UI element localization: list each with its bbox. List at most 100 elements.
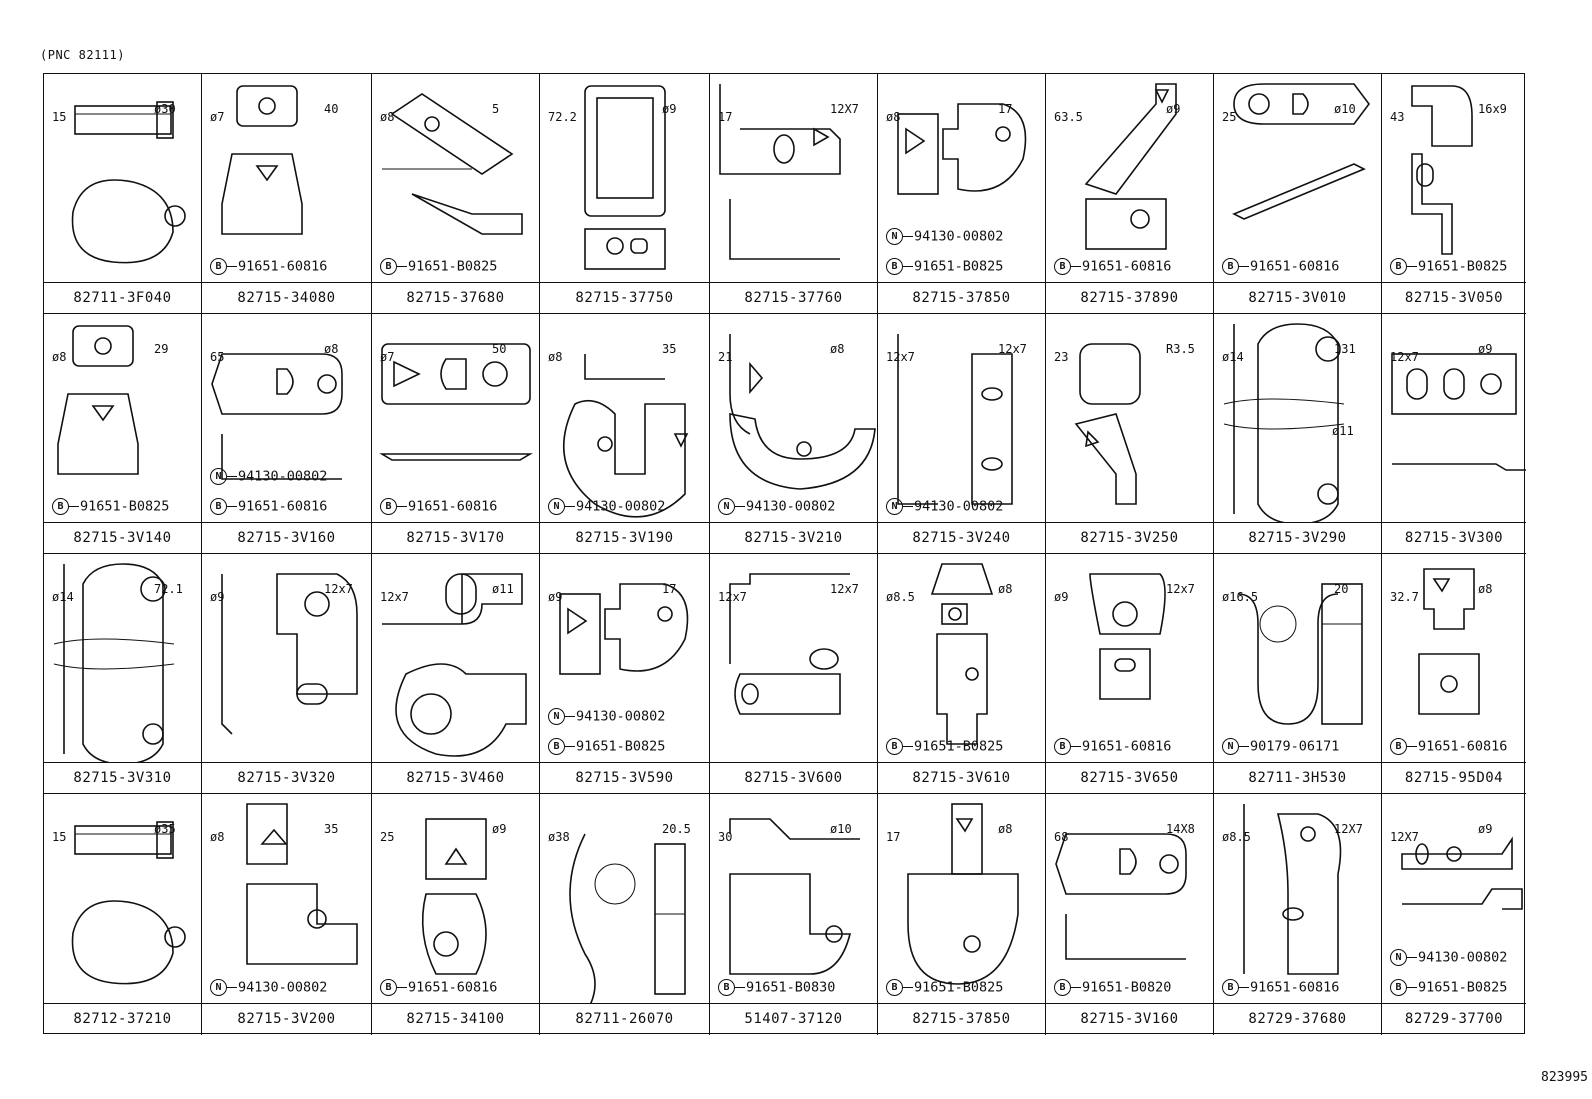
- part-cell: 12x7 ø11 82715-3V460: [372, 554, 540, 794]
- leader-line: [227, 987, 237, 988]
- fastener-mark-icon: N: [886, 498, 903, 515]
- dimension-label: 12x7: [1390, 350, 1419, 364]
- part-number: 82715-37760: [744, 290, 843, 306]
- fastener-mark-icon: B: [886, 258, 903, 275]
- part-drawing: [930, 563, 994, 745]
- dimension-label: ø7: [380, 350, 395, 364]
- dimension-label: 23: [1054, 350, 1069, 364]
- dimension-label: ø9: [1478, 342, 1493, 356]
- part-number: 82729-37680: [1248, 1011, 1347, 1027]
- part-number: 82711-3F040: [73, 290, 172, 306]
- leader-line: [735, 987, 745, 988]
- part-drawing: [382, 93, 523, 235]
- part-number: 82715-3V310: [73, 770, 172, 786]
- dimension-label: ø8: [886, 110, 901, 124]
- fastener-number: 91651-B0830: [746, 979, 836, 996]
- part-drawing: [1391, 353, 1526, 471]
- leader-line: [1239, 266, 1249, 267]
- dimension-label: 25: [380, 830, 395, 844]
- dimension-label: 12x7: [380, 590, 409, 604]
- fastener-mark-icon: B: [1390, 979, 1407, 996]
- fastener-mark-icon: N: [718, 498, 735, 515]
- part-drawing: [1401, 836, 1523, 910]
- dimension-label: 21: [718, 350, 733, 364]
- cell-divider: [878, 1003, 1045, 1004]
- part-number: 82715-3V460: [406, 770, 505, 786]
- leader-line: [1407, 987, 1417, 988]
- fastener-number: 91651-60816: [238, 258, 328, 275]
- dimension-label: ø8: [830, 342, 845, 356]
- dimension-label: 12x7: [1166, 582, 1195, 596]
- dimension-label: ø8: [380, 110, 395, 124]
- dimension-label: ø7: [210, 110, 225, 124]
- part-number: 82715-3V600: [744, 770, 843, 786]
- part-drawing: [71, 101, 186, 264]
- part-number: 82715-34100: [406, 1011, 505, 1027]
- dimension-label: 17: [998, 102, 1013, 116]
- cell-divider: [1046, 282, 1213, 283]
- part-drawing: [569, 833, 686, 1003]
- dimension-label: ø16.5: [1222, 590, 1259, 604]
- dimension-label: ø8.5: [886, 590, 915, 604]
- cell-divider: [878, 762, 1045, 763]
- fastener-mark-icon: N: [210, 468, 227, 485]
- dimension-label: 35: [662, 342, 677, 356]
- dimension-label: ø14: [52, 590, 74, 604]
- part-number: 82715-3V140: [73, 530, 172, 546]
- dimension-label: ø11: [1332, 424, 1354, 438]
- dimension-label: 30: [718, 830, 733, 844]
- cell-divider: [1214, 522, 1381, 523]
- leader-line: [903, 236, 913, 237]
- cell-divider: [1046, 762, 1213, 763]
- dimension-label: 17: [662, 582, 677, 596]
- dimension-label: 72.1: [154, 582, 183, 596]
- part-number: 82712-37210: [73, 1011, 172, 1027]
- dimension-label: 12X7: [1334, 822, 1363, 836]
- dimension-label: ø8: [324, 342, 339, 356]
- cell-divider: [1382, 282, 1526, 283]
- cell-divider: [1382, 522, 1526, 523]
- cell-divider: [1382, 762, 1526, 763]
- leader-line: [565, 746, 575, 747]
- dimension-label: ø9: [1054, 590, 1069, 604]
- part-drawing: [719, 84, 841, 260]
- dimension-label: ø9: [1166, 102, 1181, 116]
- leader-line: [227, 506, 237, 507]
- part-number: 82715-3V190: [575, 530, 674, 546]
- dimension-label: 15: [52, 830, 67, 844]
- part-number: 82715-3V160: [1080, 1011, 1179, 1027]
- dimension-label: ø11: [492, 582, 514, 596]
- part-drawing: [729, 818, 860, 975]
- dimension-label: 16x9: [1478, 102, 1507, 116]
- part-drawing: [246, 803, 358, 965]
- fastener-number: 91651-60816: [1250, 979, 1340, 996]
- cell-divider: [202, 522, 371, 523]
- part-number: 82715-37680: [406, 290, 505, 306]
- part-drawing: [57, 325, 139, 475]
- part-drawing: [1418, 568, 1480, 715]
- dimension-label: 12x7: [324, 582, 353, 596]
- leader-line: [735, 506, 745, 507]
- cell-divider: [1214, 282, 1381, 283]
- part-drawing: [379, 343, 533, 461]
- fastener-number: 94130-00802: [238, 979, 328, 996]
- part-drawing: [211, 353, 343, 480]
- part-drawing: [1089, 573, 1166, 700]
- dimension-label: ø9: [1478, 822, 1493, 836]
